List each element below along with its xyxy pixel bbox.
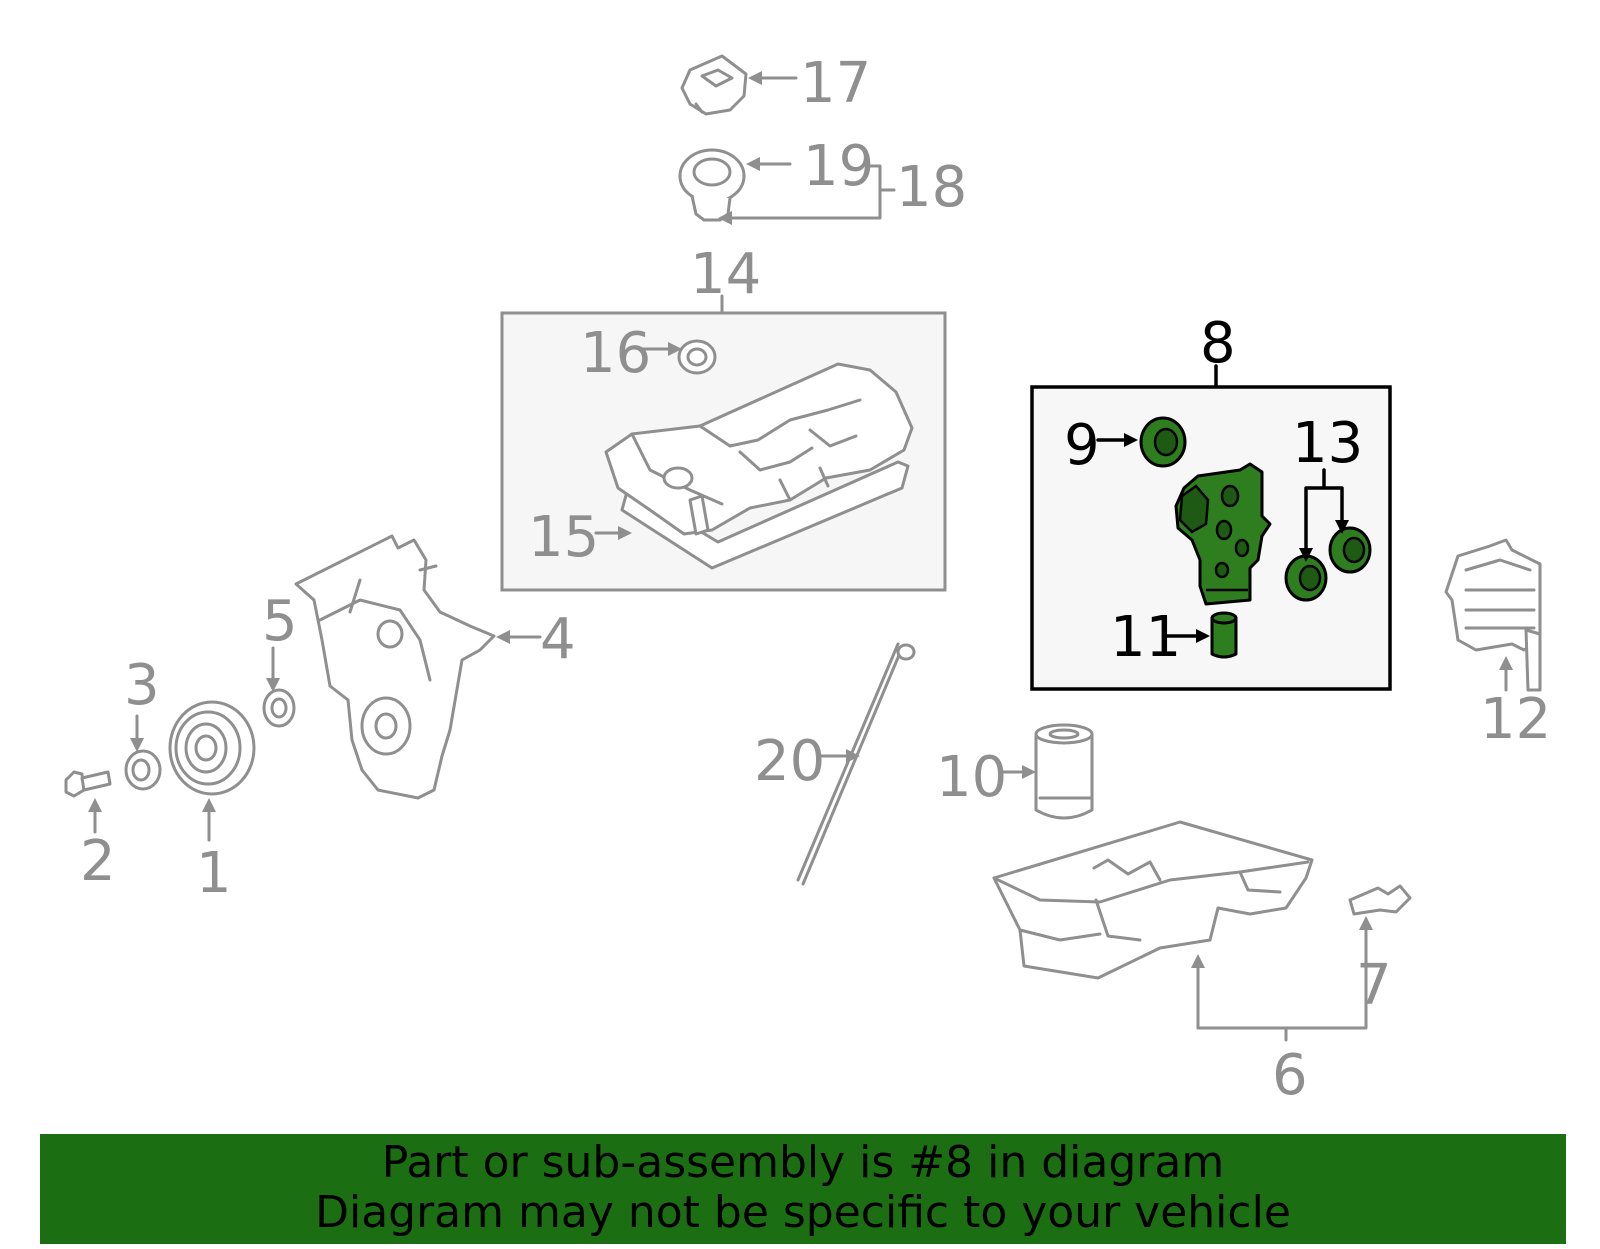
label-1: 1 (196, 841, 232, 906)
part-9-seal[interactable] (1139, 416, 1187, 468)
part-16-grommet[interactable] (677, 339, 717, 375)
label-11: 11 (1110, 605, 1181, 670)
label-12: 12 (1480, 687, 1551, 752)
label-17: 17 (800, 51, 871, 116)
part-2-bolt[interactable] (64, 770, 112, 798)
part-19-cap-seal[interactable] (678, 148, 746, 222)
part-4-timing-cover[interactable] (294, 534, 496, 800)
label-14: 14 (690, 242, 761, 307)
part-3-washer[interactable] (124, 749, 162, 791)
label-19: 19 (803, 134, 874, 199)
label-16: 16 (580, 321, 651, 386)
label-15: 15 (528, 505, 599, 570)
label-9: 9 (1064, 413, 1100, 478)
label-7: 7 (1356, 953, 1392, 1018)
label-13: 13 (1292, 411, 1363, 476)
part-11-sleeve[interactable] (1210, 611, 1238, 659)
part-12-oil-cooler[interactable] (1444, 538, 1542, 692)
part-1-crank-pulley[interactable] (168, 700, 256, 796)
label-18: 18 (896, 155, 967, 220)
part-17-oil-cap[interactable] (680, 54, 748, 116)
label-8: 8 (1200, 311, 1236, 376)
part-15-valve-cover[interactable] (604, 362, 914, 570)
highlight-banner: Part or sub-assembly is #8 in diagram Di… (40, 1134, 1566, 1244)
part-5-seal[interactable] (262, 688, 296, 728)
part-8-oil-filter-housing[interactable] (1174, 462, 1272, 606)
part-13-seal-a[interactable] (1284, 554, 1328, 602)
label-3: 3 (124, 653, 160, 718)
part-13-seal-b[interactable] (1328, 526, 1372, 574)
label-2: 2 (80, 829, 116, 894)
label-10: 10 (936, 745, 1007, 810)
label-4: 4 (540, 607, 576, 672)
banner-line-1: Part or sub-assembly is #8 in diagram (381, 1137, 1225, 1188)
label-20: 20 (754, 729, 825, 794)
part-10-oil-filter[interactable] (1034, 723, 1094, 820)
part-6-oil-pan[interactable] (992, 820, 1314, 980)
label-5: 5 (262, 589, 298, 654)
banner-line-2: Diagram may not be specific to your vehi… (315, 1187, 1291, 1238)
part-7-drain-bolt[interactable] (1348, 884, 1412, 916)
label-6: 6 (1272, 1043, 1308, 1108)
